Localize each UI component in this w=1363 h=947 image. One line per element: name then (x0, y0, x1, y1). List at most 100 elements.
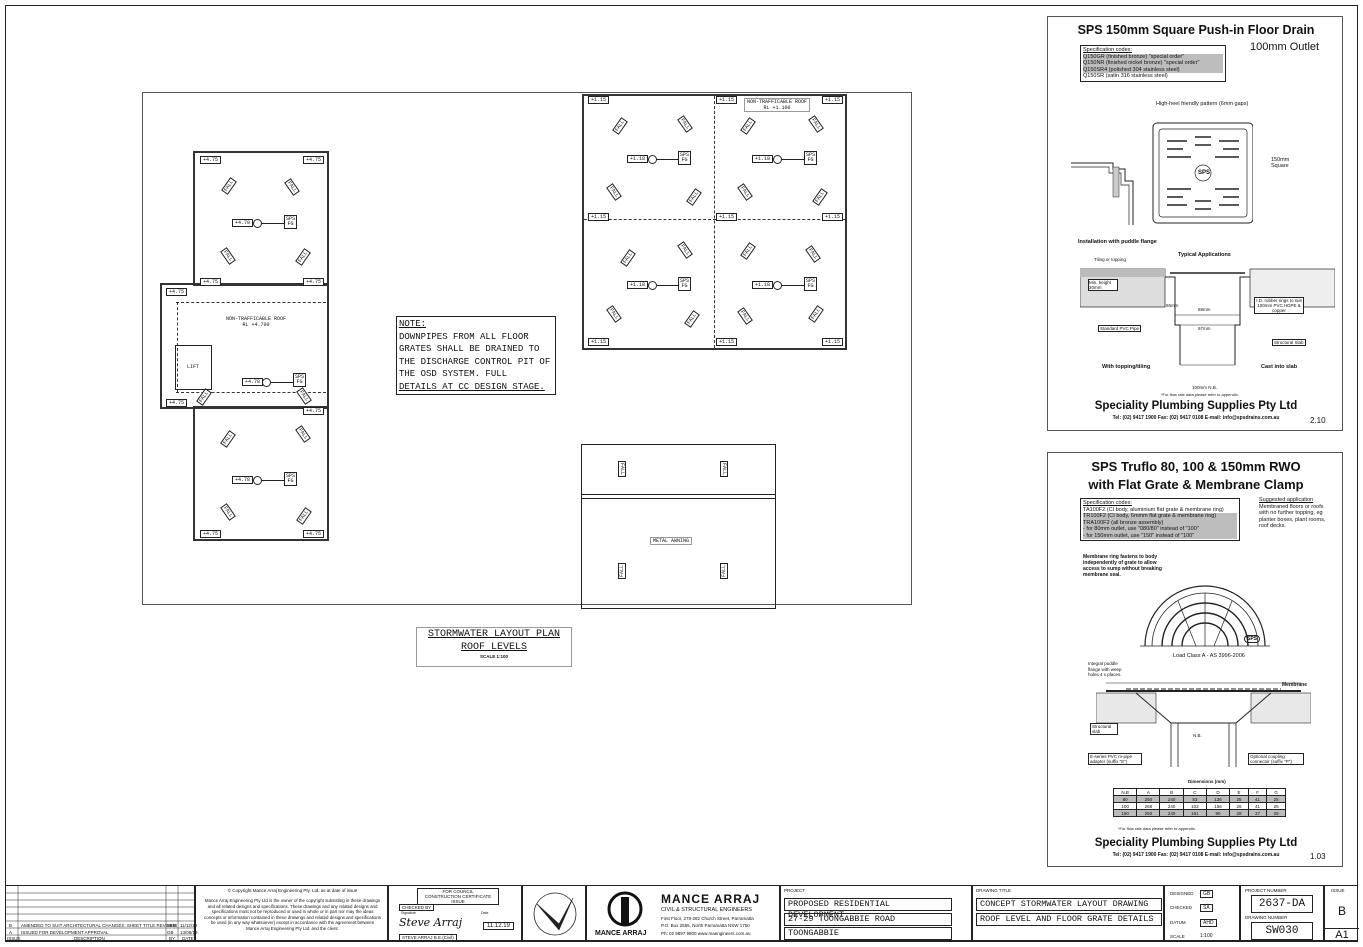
company-contact: Tel: (02) 9417 1900 Fax: (02) 9417 0108 … (1112, 415, 1280, 421)
rev-desc: ISSUED FOR DEVELOPMENT APPROVAL (21, 930, 109, 935)
firm-contact: Ph: 02 9897 9800 www.maengineers.com.au (661, 931, 751, 936)
pattern-label: High-heel friendly pattern (6mm gaps) (1156, 101, 1249, 107)
firm-address-2: P.O. Box 2555, North Parramatta NSW 1750 (661, 923, 750, 928)
rl-tag: +4.75 (200, 530, 222, 538)
drawing-title-label: DRAWING TITLE (976, 888, 1012, 893)
company-name: Speciality Plumbing Supplies Pty Ltd (1094, 400, 1298, 412)
panel2-title-line1: SPS Truflo 80, 100 & 150mm RWO (1091, 459, 1301, 474)
drain-rl-tag: +1.18 (627, 155, 649, 163)
epipe-label: E-series PVC m-pipe adapter (suffix "E") (1088, 753, 1142, 765)
rl-tag: +1.15 (588, 96, 610, 104)
firm-name: MANCE ARRAJ (661, 892, 761, 906)
north-arrow-icon (533, 892, 577, 936)
fall-arrow: FALL (618, 460, 627, 478)
left-upper-roof (193, 151, 329, 286)
grate-text: SPS (1244, 635, 1261, 643)
note-line: DETAILS AT CC DESIGN STAGE. (399, 381, 545, 392)
downpipe-line (657, 159, 678, 160)
drain-rl-tag: +4.78 (232, 219, 254, 227)
rl-tag: +1.15 (716, 338, 738, 346)
note-line: GRATES SHALL BE DRAINED TO (399, 344, 540, 354)
floor-grate-drain-icon (773, 155, 782, 164)
issue-box: ISSUE B A1 (1324, 885, 1359, 941)
dim-100: 100mm N.B. (1192, 385, 1218, 390)
revision-grid (6, 886, 196, 942)
rl-tag: +1.15 (716, 96, 738, 104)
copyright-text: Mance Arraj Engineering Pty Ltd is the o… (204, 898, 381, 931)
downpipe-line (262, 480, 284, 481)
plan-scale: SCALE 1:100 (479, 654, 508, 659)
rl-tag: +1.15 (822, 213, 844, 221)
rl-tag: +1.15 (822, 96, 844, 104)
note-line: THE DISCHARGE CONTROL PIT OF (399, 356, 551, 367)
rev-issue: A (9, 930, 13, 935)
flow-note: *For flow rate data please refer to appe… (1161, 392, 1239, 397)
dim-97: 97mm (1198, 326, 1211, 331)
firm-box: MANCE ARRAJ MANCE ARRAJ CIVIL & STRUCTUR… (586, 885, 780, 941)
downpipe-line (262, 223, 284, 224)
awning-label: METAL AWNING (650, 537, 693, 545)
membrane-note: Membrane ring fastens to body independen… (1083, 554, 1162, 578)
rainwater-outlet-detail-panel: SPS Truflo 80, 100 & 150mm RWO with Flat… (1047, 452, 1343, 867)
left-lower-roof (193, 406, 329, 541)
metal-awning-outline (581, 444, 776, 609)
rwo-grate-illustration (1140, 585, 1270, 647)
coupling-label: Optional coupling connector (suffix "P") (1248, 753, 1304, 765)
rl-tag: +4.75 (303, 407, 325, 415)
structural-slab-label: Structural Slab (1272, 339, 1306, 346)
issue-value: B (1337, 904, 1346, 918)
datum-value: AHD (1200, 919, 1217, 927)
rl-tag: +4.75 (303, 278, 325, 286)
flow-note: *For flow rate data please refer to appe… (1118, 826, 1196, 831)
right-roof (582, 94, 847, 350)
lift-box (175, 345, 212, 390)
checked-label: CHECKED (1170, 905, 1193, 910)
fall-arrow: FALL (720, 562, 729, 580)
downpipe-line (782, 285, 804, 286)
rubber-ring-note: I.D. rubber rings to suit 100mm PVC HDPE… (1254, 297, 1304, 314)
drawing-title-box: DRAWING TITLE CONCEPT STORMWATER LAYOUT … (972, 885, 1164, 941)
plan-title-block: STORMWATER LAYOUT PLAN ROOF LEVELS SCALE… (416, 627, 572, 667)
checked-value: SA (1200, 904, 1213, 912)
rl-tag: +4.75 (200, 278, 222, 286)
plan-title: STORMWATER LAYOUT PLAN (427, 629, 561, 640)
project-box: PROJECT PROPOSED RESIDENTIAL DEVELOPMENT… (780, 885, 972, 941)
note-heading: NOTE: (399, 319, 427, 329)
rev-header-date: DATE (182, 936, 194, 941)
nb-label: N.B. (1193, 733, 1202, 738)
numbers-box: PROJECT NUMBER 2637-DA DRAWING NUMBER SW… (1240, 885, 1324, 941)
project-number: 2637-DA (1251, 895, 1313, 913)
typical-label: Typical Applications (1178, 252, 1231, 258)
page-number: 1.03 (1310, 852, 1326, 861)
floor-grate-drain-icon (253, 219, 262, 228)
structural-slab-label: Structural slab (1090, 723, 1118, 735)
install-label: Installation with puddle flange (1078, 239, 1157, 245)
panel2-title-line2: with Flat Grate & Membrane Clamp (1088, 477, 1304, 492)
load-class: Load Class A - AS 3996-2006 (1173, 653, 1245, 659)
drawing-number: SW030 (1251, 922, 1313, 940)
drain-rl-tag: +4.78 (242, 378, 264, 386)
rev-header-issue: ISSUE (7, 936, 21, 941)
left-dashline-3 (177, 302, 178, 392)
floor-grate-drain-icon (253, 476, 262, 485)
downpipe-line (657, 285, 678, 286)
logo-text: MANCE ARRAJ (595, 930, 647, 937)
issue-label: ISSUE (1331, 888, 1345, 893)
cast-into-label: Cast into slab (1261, 364, 1298, 370)
awning-gutter (581, 494, 776, 499)
company-name: Speciality Plumbing Supplies Pty Ltd (1094, 837, 1298, 849)
note-line: DOWNPIPES FROM ALL FLOOR (399, 331, 529, 342)
rev-date: 13/08/19 (180, 930, 198, 935)
project-address: 27-29 TOONGABBIE ROAD (784, 913, 952, 926)
rev-header-by: BY (169, 936, 176, 941)
page-number: 2.10 (1310, 416, 1326, 425)
